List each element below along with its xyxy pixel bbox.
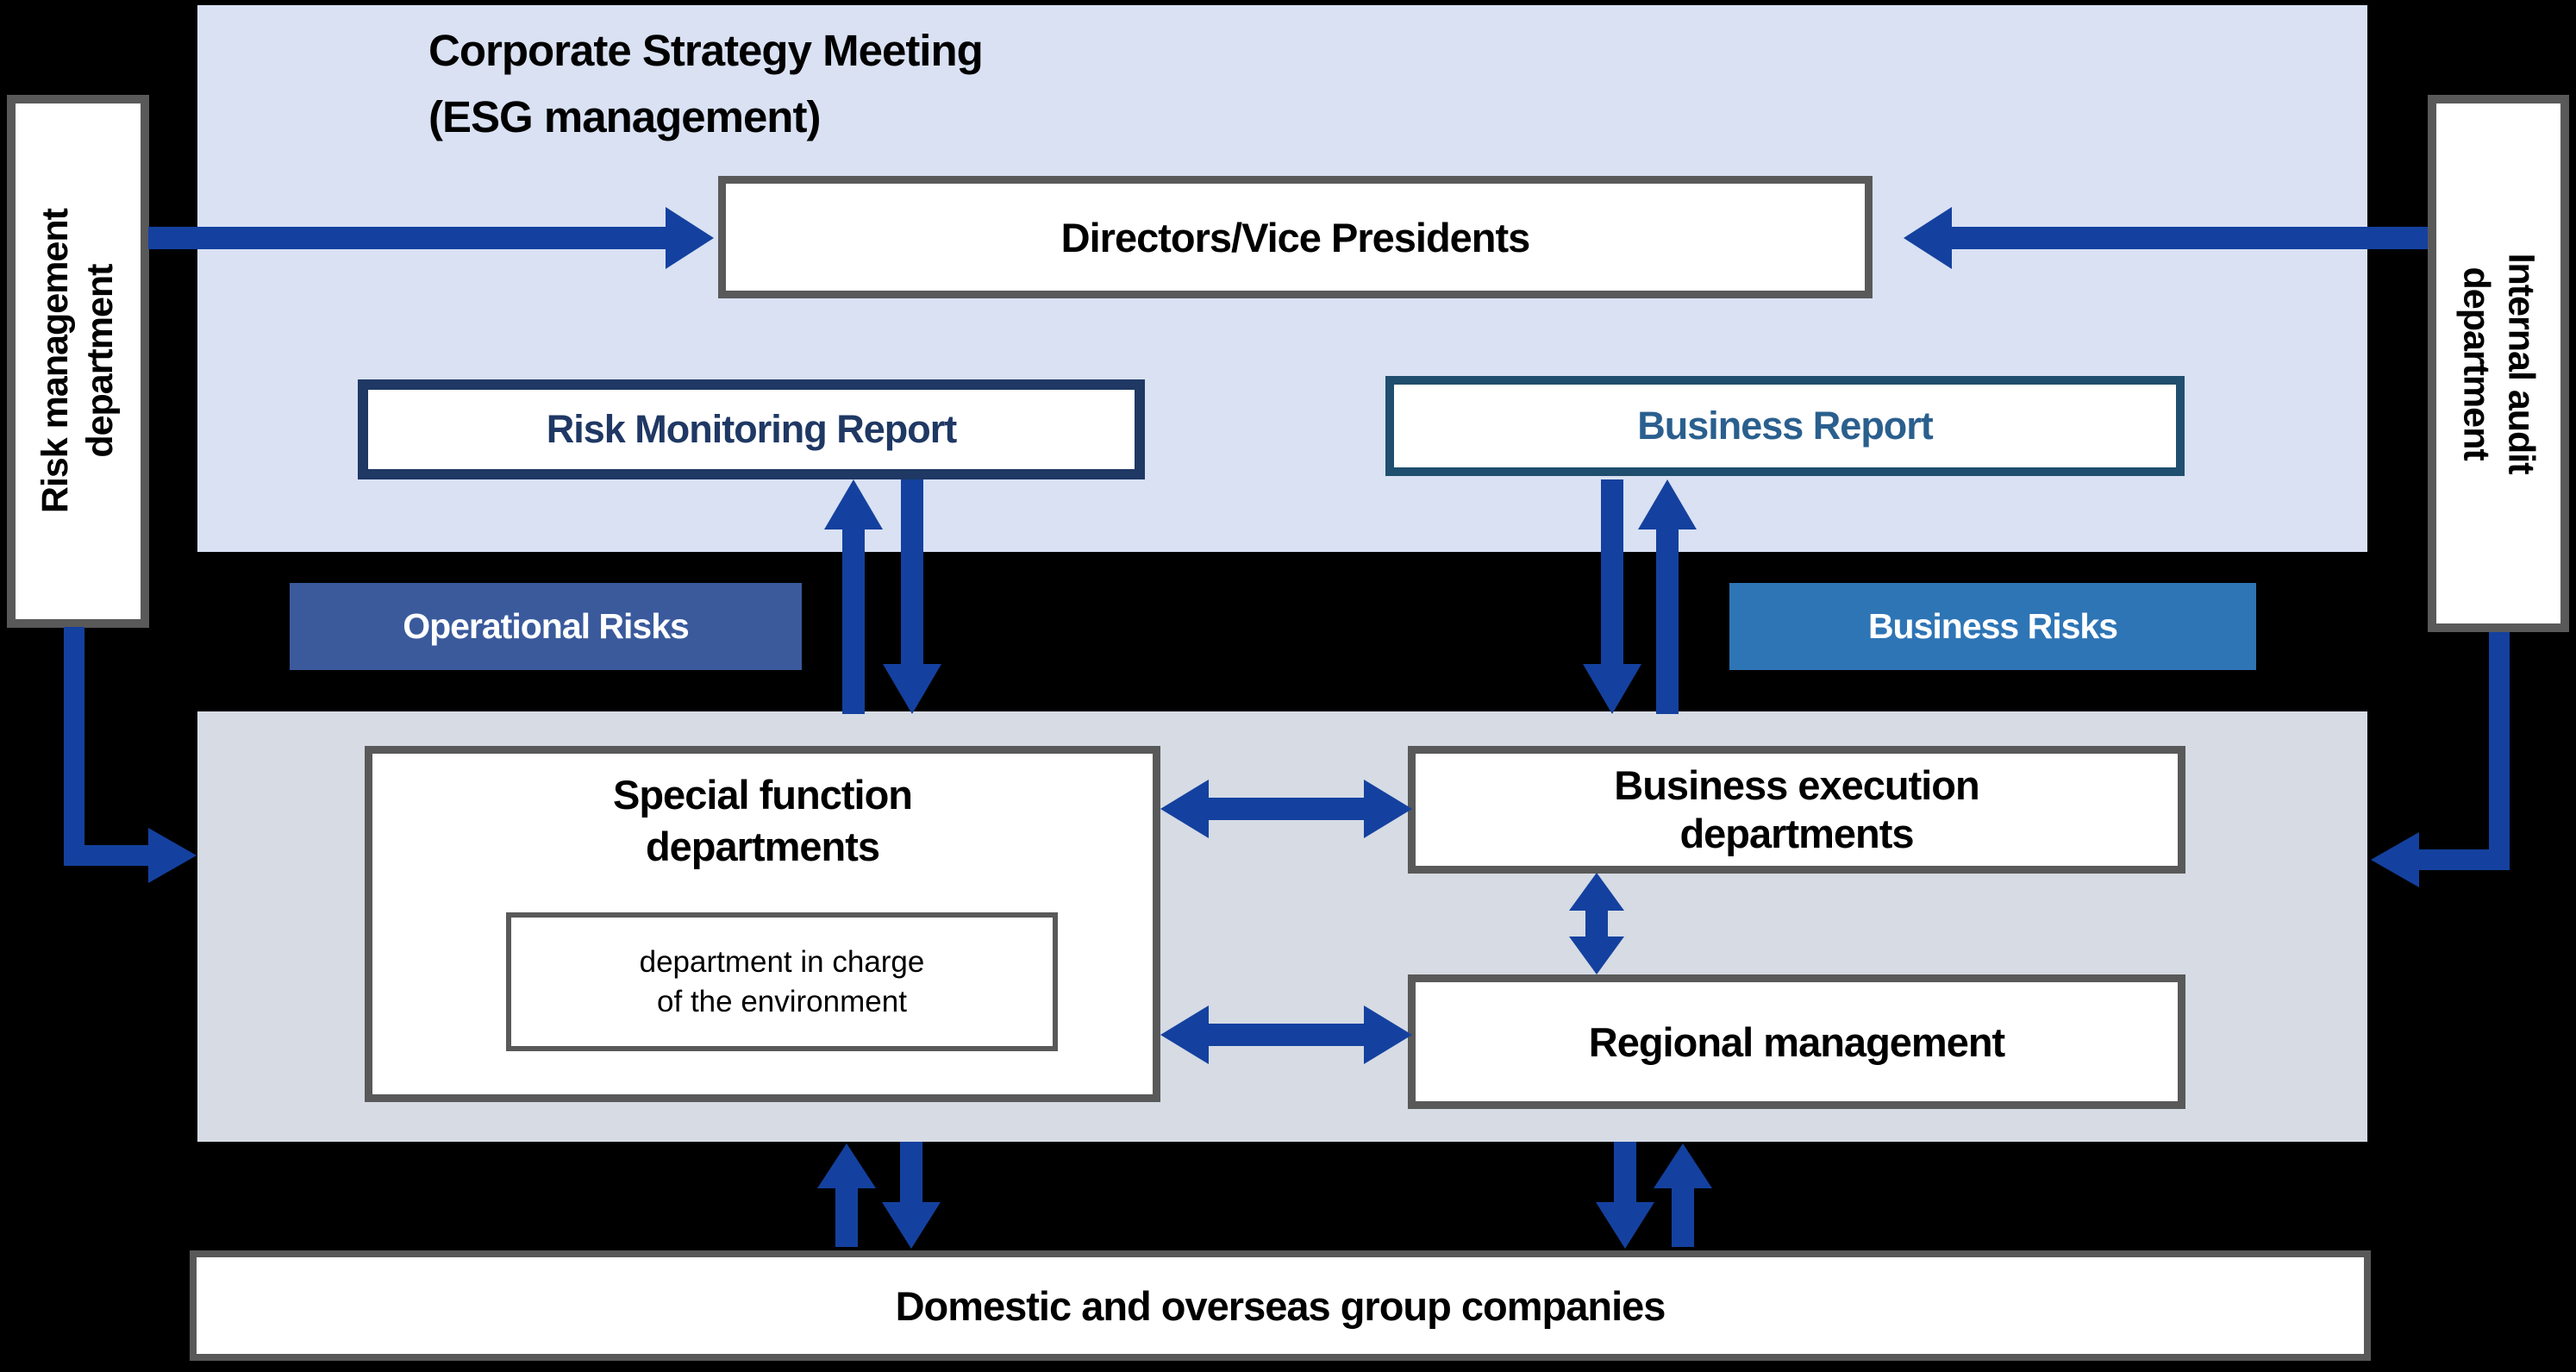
risk-management-line1: Risk management bbox=[34, 209, 76, 514]
environment-dept-line2: of the environment bbox=[657, 984, 907, 1018]
risk-monitoring-report-box: Risk Monitoring Report bbox=[358, 379, 1145, 479]
special-function-departments-label: Special function departments bbox=[372, 769, 1153, 873]
risk-monitoring-report-label: Risk Monitoring Report bbox=[546, 407, 957, 451]
group-companies-box: Domestic and overseas group companies bbox=[190, 1250, 2371, 1361]
internal-audit-line2: department bbox=[2456, 266, 2498, 460]
arrow-internal-audit-to-panel bbox=[2371, 632, 2510, 887]
arrow-up-from-group-companies-right bbox=[1654, 1143, 1712, 1247]
arrow-up-from-group-companies-left bbox=[817, 1143, 876, 1247]
directors-label: Directors/Vice Presidents bbox=[1060, 214, 1531, 260]
business-risks-badge: Business Risks bbox=[1729, 583, 2256, 670]
environment-department-box: department in charge of the environment bbox=[506, 912, 1058, 1051]
operational-risks-label: Operational Risks bbox=[403, 606, 690, 646]
risk-management-department-box: Risk management department bbox=[7, 95, 149, 628]
regional-management-box: Regional management bbox=[1408, 974, 2185, 1109]
internal-audit-line1: Internal audit bbox=[2500, 253, 2542, 474]
business-execution-label: Business execution departments bbox=[1614, 761, 1979, 858]
panel-title-line2: (ESG management) bbox=[428, 92, 821, 141]
business-risks-label: Business Risks bbox=[1867, 606, 2118, 646]
panel-title-line1: Corporate Strategy Meeting bbox=[428, 26, 984, 75]
risk-management-department-label: Risk management department bbox=[34, 209, 122, 513]
business-report-label: Business Report bbox=[1637, 404, 1934, 448]
group-companies-label: Domestic and overseas group companies bbox=[895, 1282, 1666, 1329]
internal-audit-department-box: Internal audit department bbox=[2428, 95, 2569, 632]
arrow-down-to-group-companies-right bbox=[1596, 1142, 1654, 1249]
business-execution-line1: Business execution bbox=[1614, 762, 1979, 808]
business-report-box: Business Report bbox=[1385, 376, 2185, 476]
internal-audit-department-label: Internal audit department bbox=[2454, 254, 2542, 474]
arrow-risk-mgmt-to-panel bbox=[64, 627, 197, 883]
operational-risks-badge: Operational Risks bbox=[290, 583, 802, 670]
business-execution-departments-box: Business execution departments bbox=[1408, 746, 2185, 874]
environment-department-label: department in charge of the environment bbox=[640, 943, 925, 1022]
special-function-line2: departments bbox=[645, 824, 880, 869]
arrow-down-to-group-companies-left bbox=[882, 1142, 941, 1249]
business-execution-line2: departments bbox=[1679, 811, 1914, 856]
panel-title: Corporate Strategy Meeting (ESG manageme… bbox=[428, 17, 984, 150]
special-function-line1: Special function bbox=[613, 772, 913, 818]
environment-dept-line1: department in charge bbox=[639, 944, 925, 979]
risk-management-line2: department bbox=[78, 264, 121, 459]
regional-management-label: Regional management bbox=[1588, 1018, 2005, 1065]
directors-box: Directors/Vice Presidents bbox=[718, 176, 1873, 298]
